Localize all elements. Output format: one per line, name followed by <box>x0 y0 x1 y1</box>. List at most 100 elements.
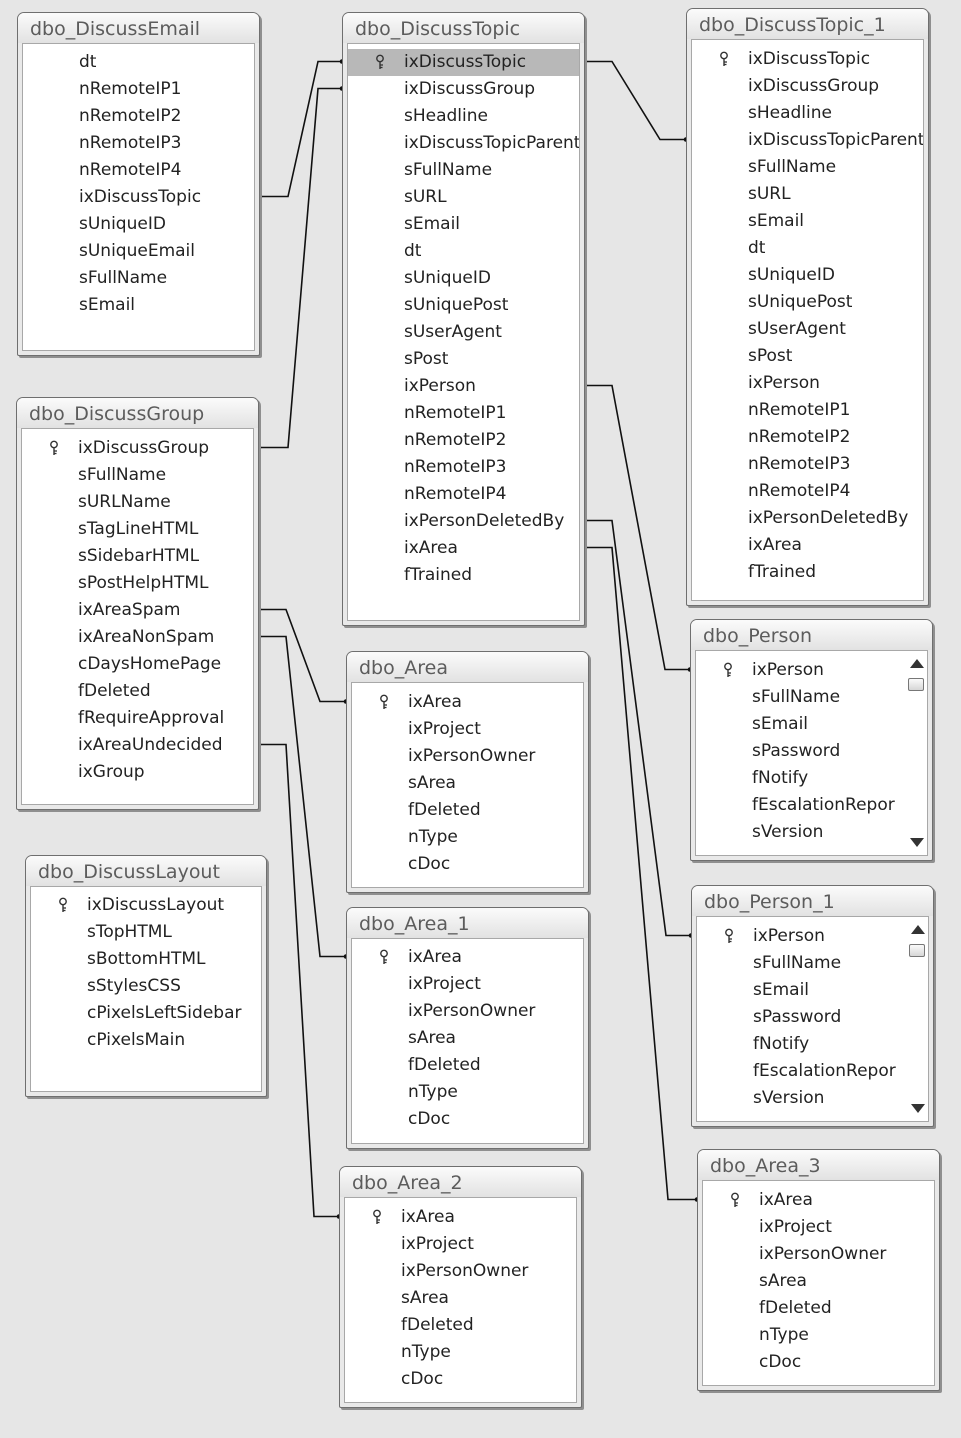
field-row[interactable]: sPostHelpHTML <box>22 570 253 597</box>
field-row[interactable]: ixDiscussTopicParent <box>348 130 579 157</box>
field-row[interactable]: ixDiscussGroup <box>22 435 253 462</box>
field-row[interactable]: sURL <box>348 184 579 211</box>
field-row[interactable]: sPost <box>348 346 579 373</box>
field-row[interactable]: ixPersonOwner <box>345 1258 576 1285</box>
field-row[interactable]: sURLName <box>22 489 253 516</box>
field-row[interactable]: sUniquePost <box>692 289 923 316</box>
table-title[interactable]: dbo_Area <box>347 652 588 682</box>
field-row[interactable]: sUniqueEmail <box>23 238 254 265</box>
table-title[interactable]: dbo_Area_2 <box>340 1167 581 1197</box>
field-row[interactable]: sPassword <box>697 1004 928 1031</box>
field-row[interactable]: fEscalationRepor <box>696 792 927 819</box>
vertical-scrollbar[interactable] <box>906 917 928 1121</box>
field-row[interactable]: sVersion <box>696 819 927 846</box>
field-row[interactable]: cDoc <box>345 1366 576 1393</box>
table-title[interactable]: dbo_DiscussGroup <box>17 398 258 428</box>
vertical-scrollbar[interactable] <box>905 651 927 855</box>
field-row[interactable]: sSidebarHTML <box>22 543 253 570</box>
field-row[interactable]: ixProject <box>345 1231 576 1258</box>
table-title[interactable]: dbo_Area_3 <box>698 1150 939 1180</box>
field-row[interactable]: sHeadline <box>348 103 579 130</box>
field-row[interactable]: ixPersonDeletedBy <box>348 508 579 535</box>
field-row[interactable]: ixProject <box>703 1214 934 1241</box>
field-row[interactable]: ixProject <box>352 971 583 998</box>
field-row[interactable]: sUserAgent <box>692 316 923 343</box>
field-row[interactable]: ixPerson <box>696 657 927 684</box>
field-row[interactable]: nRemoteIP3 <box>23 130 254 157</box>
field-row[interactable]: nRemoteIP2 <box>692 424 923 451</box>
field-row[interactable]: ixDiscussTopic <box>23 184 254 211</box>
field-row[interactable]: sFullName <box>692 154 923 181</box>
scrollbar-thumb[interactable] <box>908 678 924 691</box>
scroll-down-arrow-icon[interactable] <box>910 838 924 847</box>
field-row[interactable]: sHeadline <box>692 100 923 127</box>
field-row[interactable]: cPixelsMain <box>31 1027 261 1054</box>
field-row[interactable]: sEmail <box>692 208 923 235</box>
field-row[interactable]: sArea <box>703 1268 934 1295</box>
scrollbar-thumb[interactable] <box>909 944 925 957</box>
field-row[interactable]: nRemoteIP4 <box>692 478 923 505</box>
field-row[interactable]: sArea <box>352 770 583 797</box>
field-row[interactable]: ixAreaNonSpam <box>22 624 253 651</box>
table-title[interactable]: dbo_DiscussEmail <box>18 13 259 43</box>
field-row[interactable]: sTagLineHTML <box>22 516 253 543</box>
field-row[interactable]: fTrained <box>348 562 579 589</box>
field-row[interactable]: ixArea <box>703 1187 934 1214</box>
field-row[interactable]: nRemoteIP1 <box>692 397 923 424</box>
field-row[interactable]: nRemoteIP4 <box>348 481 579 508</box>
field-row[interactable]: dt <box>23 49 254 76</box>
field-row[interactable]: nType <box>352 824 583 851</box>
field-row[interactable]: sEmail <box>348 211 579 238</box>
field-row[interactable]: ixDiscussTopic <box>348 49 579 76</box>
field-row[interactable]: ixPerson <box>697 923 928 950</box>
field-row[interactable]: sArea <box>345 1285 576 1312</box>
field-row[interactable]: ixPerson <box>348 373 579 400</box>
field-row[interactable]: sURL <box>692 181 923 208</box>
field-row[interactable]: sEmail <box>697 977 928 1004</box>
field-row[interactable]: fDeleted <box>703 1295 934 1322</box>
field-row[interactable]: nType <box>345 1339 576 1366</box>
field-row[interactable]: nRemoteIP1 <box>348 400 579 427</box>
field-row[interactable]: sPost <box>692 343 923 370</box>
field-row[interactable]: nRemoteIP4 <box>23 157 254 184</box>
field-row[interactable]: fEscalationRepor <box>697 1058 928 1085</box>
table-title[interactable]: dbo_Area_1 <box>347 908 588 938</box>
field-row[interactable]: sBottomHTML <box>31 946 261 973</box>
field-row[interactable]: dt <box>348 238 579 265</box>
field-row[interactable]: ixDiscussGroup <box>692 73 923 100</box>
field-row[interactable]: sPassword <box>696 738 927 765</box>
field-row[interactable]: dt <box>692 235 923 262</box>
field-row[interactable]: sEmail <box>696 711 927 738</box>
table-title[interactable]: dbo_Person_1 <box>692 886 933 916</box>
field-row[interactable]: fDeleted <box>345 1312 576 1339</box>
field-row[interactable]: sUniquePost <box>348 292 579 319</box>
field-row[interactable]: cDoc <box>352 1106 583 1133</box>
table-title[interactable]: dbo_DiscussTopic <box>343 13 584 43</box>
field-row[interactable]: fDeleted <box>352 797 583 824</box>
table-title[interactable]: dbo_DiscussLayout <box>26 856 266 886</box>
field-row[interactable]: ixArea <box>352 944 583 971</box>
field-row[interactable]: cPixelsLeftSidebar <box>31 1000 261 1027</box>
field-row[interactable]: ixAreaSpam <box>22 597 253 624</box>
scroll-up-arrow-icon[interactable] <box>910 659 924 668</box>
field-row[interactable]: fDeleted <box>22 678 253 705</box>
field-row[interactable]: nRemoteIP2 <box>348 427 579 454</box>
field-row[interactable]: fNotify <box>697 1031 928 1058</box>
field-row[interactable]: sVersion <box>697 1085 928 1112</box>
field-row[interactable]: ixDiscussTopicParent <box>692 127 923 154</box>
field-row[interactable]: nRemoteIP3 <box>692 451 923 478</box>
field-row[interactable]: ixDiscussLayout <box>31 892 261 919</box>
field-row[interactable]: sStylesCSS <box>31 973 261 1000</box>
field-row[interactable]: ixArea <box>345 1204 576 1231</box>
field-row[interactable]: sFullName <box>22 462 253 489</box>
field-row[interactable]: ixAreaUndecided <box>22 732 253 759</box>
